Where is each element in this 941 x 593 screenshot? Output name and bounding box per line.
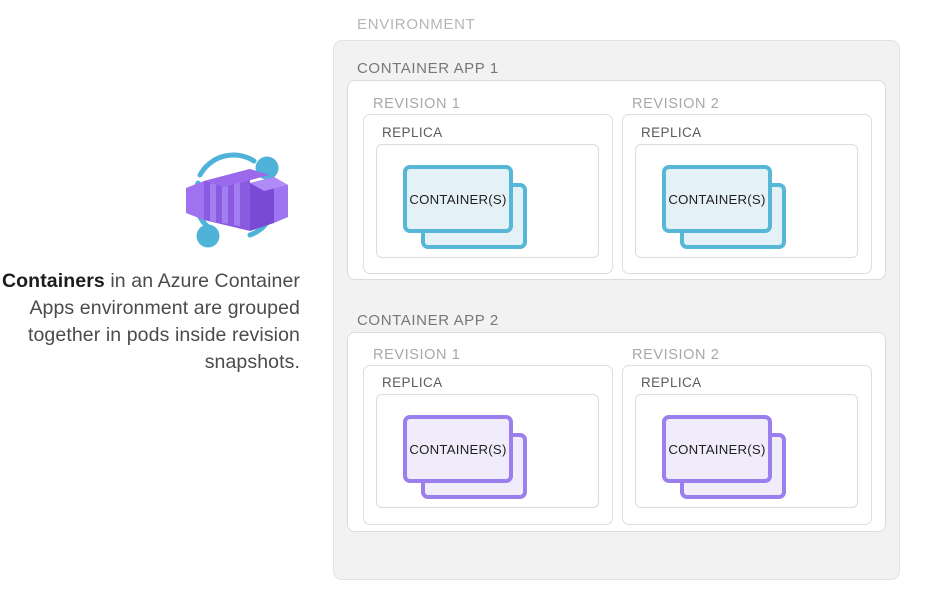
app-1-revision-2-label: REVISION 2	[632, 96, 720, 112]
azure-container-apps-logo	[178, 143, 293, 255]
container-card-label: CONTAINER(S)	[668, 191, 766, 207]
container-card-label: CONTAINER(S)	[668, 441, 766, 457]
app-1-revision-1-replica-label: REPLICA	[382, 125, 443, 140]
container-card-front: CONTAINER(S)	[403, 165, 513, 233]
environment-diagram: ENVIRONMENT CONTAINER APP 1 REVISION 1 R…	[333, 16, 925, 580]
container-card-front: CONTAINER(S)	[662, 415, 772, 483]
caption-rest: in an Azure Container Apps environment a…	[27, 270, 300, 373]
app-1-revision-2-container-stack: CONTAINER(S)	[662, 165, 786, 249]
environment-label: ENVIRONMENT	[357, 16, 476, 33]
app-2-revision-2-label: REVISION 2	[632, 347, 720, 363]
container-card-front: CONTAINER(S)	[662, 165, 772, 233]
app-2-revision-1-label: REVISION 1	[373, 347, 461, 363]
container-app-2-label: CONTAINER APP 2	[357, 312, 499, 329]
app-2-revision-1-replica-label: REPLICA	[382, 375, 443, 390]
caption-bold-word: Containers	[1, 270, 105, 292]
container-card-label: CONTAINER(S)	[409, 441, 507, 457]
app-1-revision-2-replica-label: REPLICA	[641, 125, 702, 140]
container-app-1-label: CONTAINER APP 1	[357, 60, 499, 77]
container-card-label: CONTAINER(S)	[409, 191, 507, 207]
app-1-revision-1-label: REVISION 1	[373, 96, 461, 112]
caption-text: Containers in an Azure Container Apps en…	[0, 268, 300, 376]
app-1-revision-1-container-stack: CONTAINER(S)	[403, 165, 527, 249]
app-2-revision-2-container-stack: CONTAINER(S)	[662, 415, 786, 499]
left-panel: Containers in an Azure Container Apps en…	[0, 0, 320, 593]
app-2-revision-2-replica-label: REPLICA	[641, 375, 702, 390]
container-card-front: CONTAINER(S)	[403, 415, 513, 483]
app-2-revision-1-container-stack: CONTAINER(S)	[403, 415, 527, 499]
